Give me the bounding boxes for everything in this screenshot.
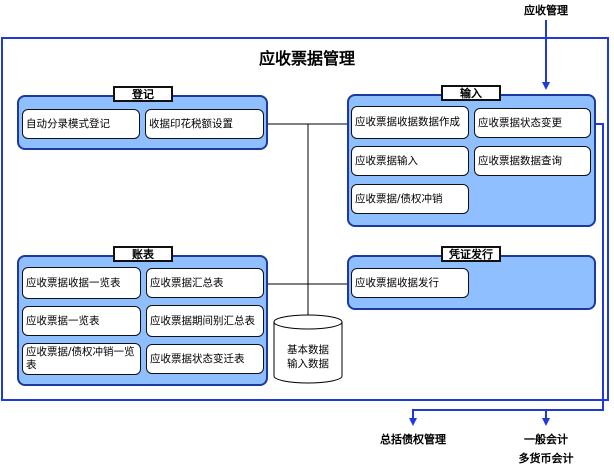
external-output-left: 总括债权管理 bbox=[380, 433, 446, 446]
database-label: 基本数据 输入数据 bbox=[274, 343, 342, 371]
external-output-right-2: 多货币会计 bbox=[518, 452, 574, 465]
item-summary-table[interactable]: 应收票据汇总表 bbox=[146, 268, 264, 298]
system-frame bbox=[1, 37, 609, 401]
panel-input-label: 输入 bbox=[441, 85, 501, 101]
item-auto-journal-pattern[interactable]: 自动分录模式登记 bbox=[22, 109, 140, 139]
item-data-query[interactable]: 应收票据数据查询 bbox=[474, 146, 591, 176]
item-status-transition[interactable]: 应收票据状态变迁表 bbox=[146, 344, 264, 374]
panel-voucher-label: 凭证发行 bbox=[441, 246, 501, 262]
external-input-label: 应收管理 bbox=[524, 4, 568, 17]
item-stamp-duty-setting[interactable]: 收据印花税额设置 bbox=[145, 109, 264, 139]
panel-register-label: 登记 bbox=[113, 86, 173, 102]
database-cylinder bbox=[273, 314, 343, 384]
database-line-1: 基本数据 bbox=[287, 344, 329, 356]
item-receipt-issue[interactable]: 应收票据收据发行 bbox=[351, 268, 469, 298]
item-offset-list[interactable]: 应收票据/债权冲销一览表 bbox=[22, 343, 141, 375]
external-output-right-1: 一般会计 bbox=[524, 433, 568, 446]
item-note-list[interactable]: 应收票据一览表 bbox=[22, 306, 141, 336]
item-receipt-data-create[interactable]: 应收票据收据数据作成 bbox=[351, 106, 469, 139]
item-status-change[interactable]: 应收票据状态变更 bbox=[474, 108, 591, 138]
item-receipt-list[interactable]: 应收票据收据一览表 bbox=[22, 267, 141, 299]
item-note-input[interactable]: 应收票据输入 bbox=[351, 146, 469, 176]
item-period-summary[interactable]: 应收票据期间别汇总表 bbox=[146, 305, 264, 337]
diagram-title: 应收票据管理 bbox=[258, 49, 355, 68]
item-note-offset[interactable]: 应收票据/债权冲销 bbox=[351, 184, 469, 214]
panel-ledger-label: 账表 bbox=[113, 246, 173, 262]
database-line-2: 输入数据 bbox=[287, 358, 329, 370]
